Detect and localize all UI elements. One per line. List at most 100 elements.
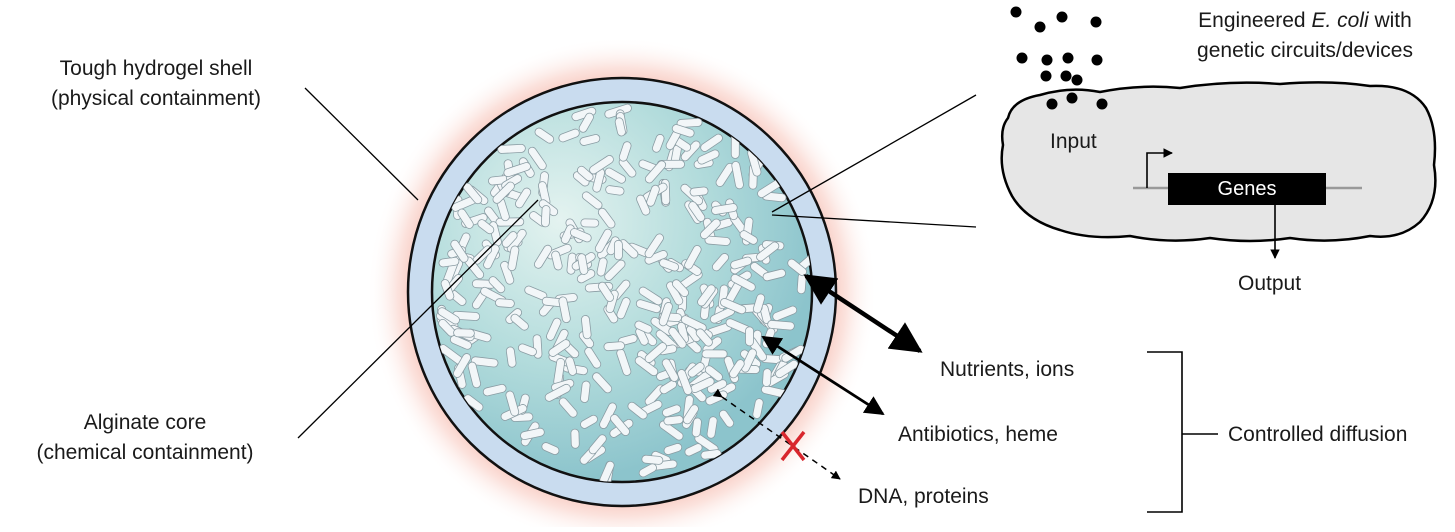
bacterium bbox=[544, 383, 571, 402]
bacterium bbox=[565, 356, 577, 376]
engineered-cell bbox=[1000, 81, 1437, 243]
bacterium bbox=[463, 394, 484, 412]
bacterium bbox=[546, 317, 562, 341]
bacterium bbox=[613, 239, 623, 261]
bacterium bbox=[745, 326, 754, 347]
bacterium bbox=[638, 463, 657, 478]
bacterium bbox=[453, 328, 475, 338]
bacterium bbox=[661, 358, 679, 382]
input-molecule bbox=[1046, 98, 1058, 110]
blocked-mark bbox=[780, 430, 806, 462]
bacterium bbox=[610, 414, 630, 436]
bacterium bbox=[510, 313, 529, 331]
bacterium bbox=[740, 348, 757, 373]
bacterium bbox=[578, 112, 594, 133]
dna-label: DNA, proteins bbox=[858, 485, 989, 508]
bacterium bbox=[596, 257, 608, 277]
bacterium bbox=[627, 401, 648, 420]
bacterium bbox=[697, 149, 720, 165]
bacterium bbox=[663, 443, 683, 455]
bacterium bbox=[729, 359, 745, 379]
bacterium bbox=[644, 160, 667, 184]
bacterium bbox=[711, 203, 738, 215]
diffusion-bracket bbox=[1147, 351, 1183, 513]
ecoli-label: Engineered E. coli with genetic circuits… bbox=[1160, 6, 1450, 66]
bacterium bbox=[450, 239, 469, 263]
bacterium bbox=[597, 207, 616, 229]
bacterium bbox=[604, 167, 627, 184]
bacterium bbox=[540, 205, 551, 228]
bacterium bbox=[695, 328, 713, 347]
bacterium bbox=[697, 284, 716, 307]
promoter-arrow bbox=[1146, 148, 1173, 188]
input-molecule bbox=[1096, 98, 1108, 110]
bacterium bbox=[680, 315, 707, 333]
bacterium bbox=[505, 346, 517, 368]
input-molecule bbox=[1016, 52, 1028, 64]
bacterium bbox=[488, 276, 506, 294]
bacterium bbox=[730, 256, 753, 270]
bacterium bbox=[762, 368, 772, 387]
bacterium bbox=[700, 218, 721, 240]
bacterium bbox=[505, 390, 520, 417]
bacterium bbox=[579, 134, 601, 146]
bacterium bbox=[704, 365, 723, 382]
zoom-line-bottom bbox=[771, 214, 977, 228]
bacterium bbox=[551, 250, 563, 271]
bacterium bbox=[752, 293, 766, 314]
bacterium bbox=[634, 320, 653, 334]
bacterium bbox=[482, 383, 507, 397]
antibiotics-arrow bbox=[761, 335, 885, 416]
input-molecule bbox=[1056, 11, 1068, 23]
bacterium bbox=[618, 141, 632, 162]
input-molecule bbox=[1091, 54, 1103, 66]
bacterium bbox=[507, 245, 520, 272]
bacterium bbox=[644, 233, 664, 259]
core-label-line2: (chemical containment) bbox=[36, 441, 254, 464]
bacterium bbox=[605, 185, 625, 196]
bacterium bbox=[767, 320, 795, 331]
bacterium bbox=[634, 356, 659, 377]
bacterium bbox=[676, 117, 703, 128]
bacterium bbox=[597, 281, 615, 302]
input-molecule bbox=[1010, 6, 1022, 18]
bacterium bbox=[503, 162, 531, 178]
ecoli-label-line2: genetic circuits/devices bbox=[1197, 39, 1413, 62]
zoom-line-top bbox=[771, 94, 977, 213]
bacterium bbox=[720, 298, 747, 315]
bacterium bbox=[517, 343, 537, 357]
bacterium bbox=[588, 434, 607, 455]
bacterium bbox=[594, 228, 613, 253]
bacterium bbox=[616, 297, 631, 320]
bacterium bbox=[548, 339, 571, 357]
bacterium bbox=[584, 347, 602, 369]
bacterium bbox=[452, 353, 472, 378]
bacterium bbox=[739, 230, 758, 245]
bacterium bbox=[756, 241, 780, 262]
bacterium bbox=[560, 224, 575, 245]
output-label: Output bbox=[1238, 272, 1302, 295]
bacterium bbox=[495, 298, 515, 308]
bacterium bbox=[641, 454, 664, 465]
bacterium bbox=[687, 362, 705, 378]
bacterium bbox=[541, 442, 560, 455]
bacterium bbox=[684, 245, 702, 270]
bacterium bbox=[558, 397, 578, 418]
bacterium bbox=[701, 349, 728, 359]
dna-arrow bbox=[712, 388, 841, 480]
input-molecule bbox=[1071, 74, 1083, 86]
bacterium bbox=[470, 356, 499, 368]
nutrients-label: Nutrients, ions bbox=[940, 358, 1075, 381]
bacterium bbox=[704, 235, 731, 246]
bacterium bbox=[449, 335, 472, 350]
bacterium bbox=[659, 420, 684, 441]
shell-leader-line bbox=[304, 87, 419, 201]
bacterium bbox=[603, 341, 625, 352]
bacterium bbox=[592, 372, 613, 394]
core-label: Alginate core (chemical containment) bbox=[0, 408, 290, 468]
input-molecule bbox=[1041, 54, 1053, 66]
bacterium bbox=[762, 268, 786, 282]
bacterium bbox=[688, 201, 706, 222]
